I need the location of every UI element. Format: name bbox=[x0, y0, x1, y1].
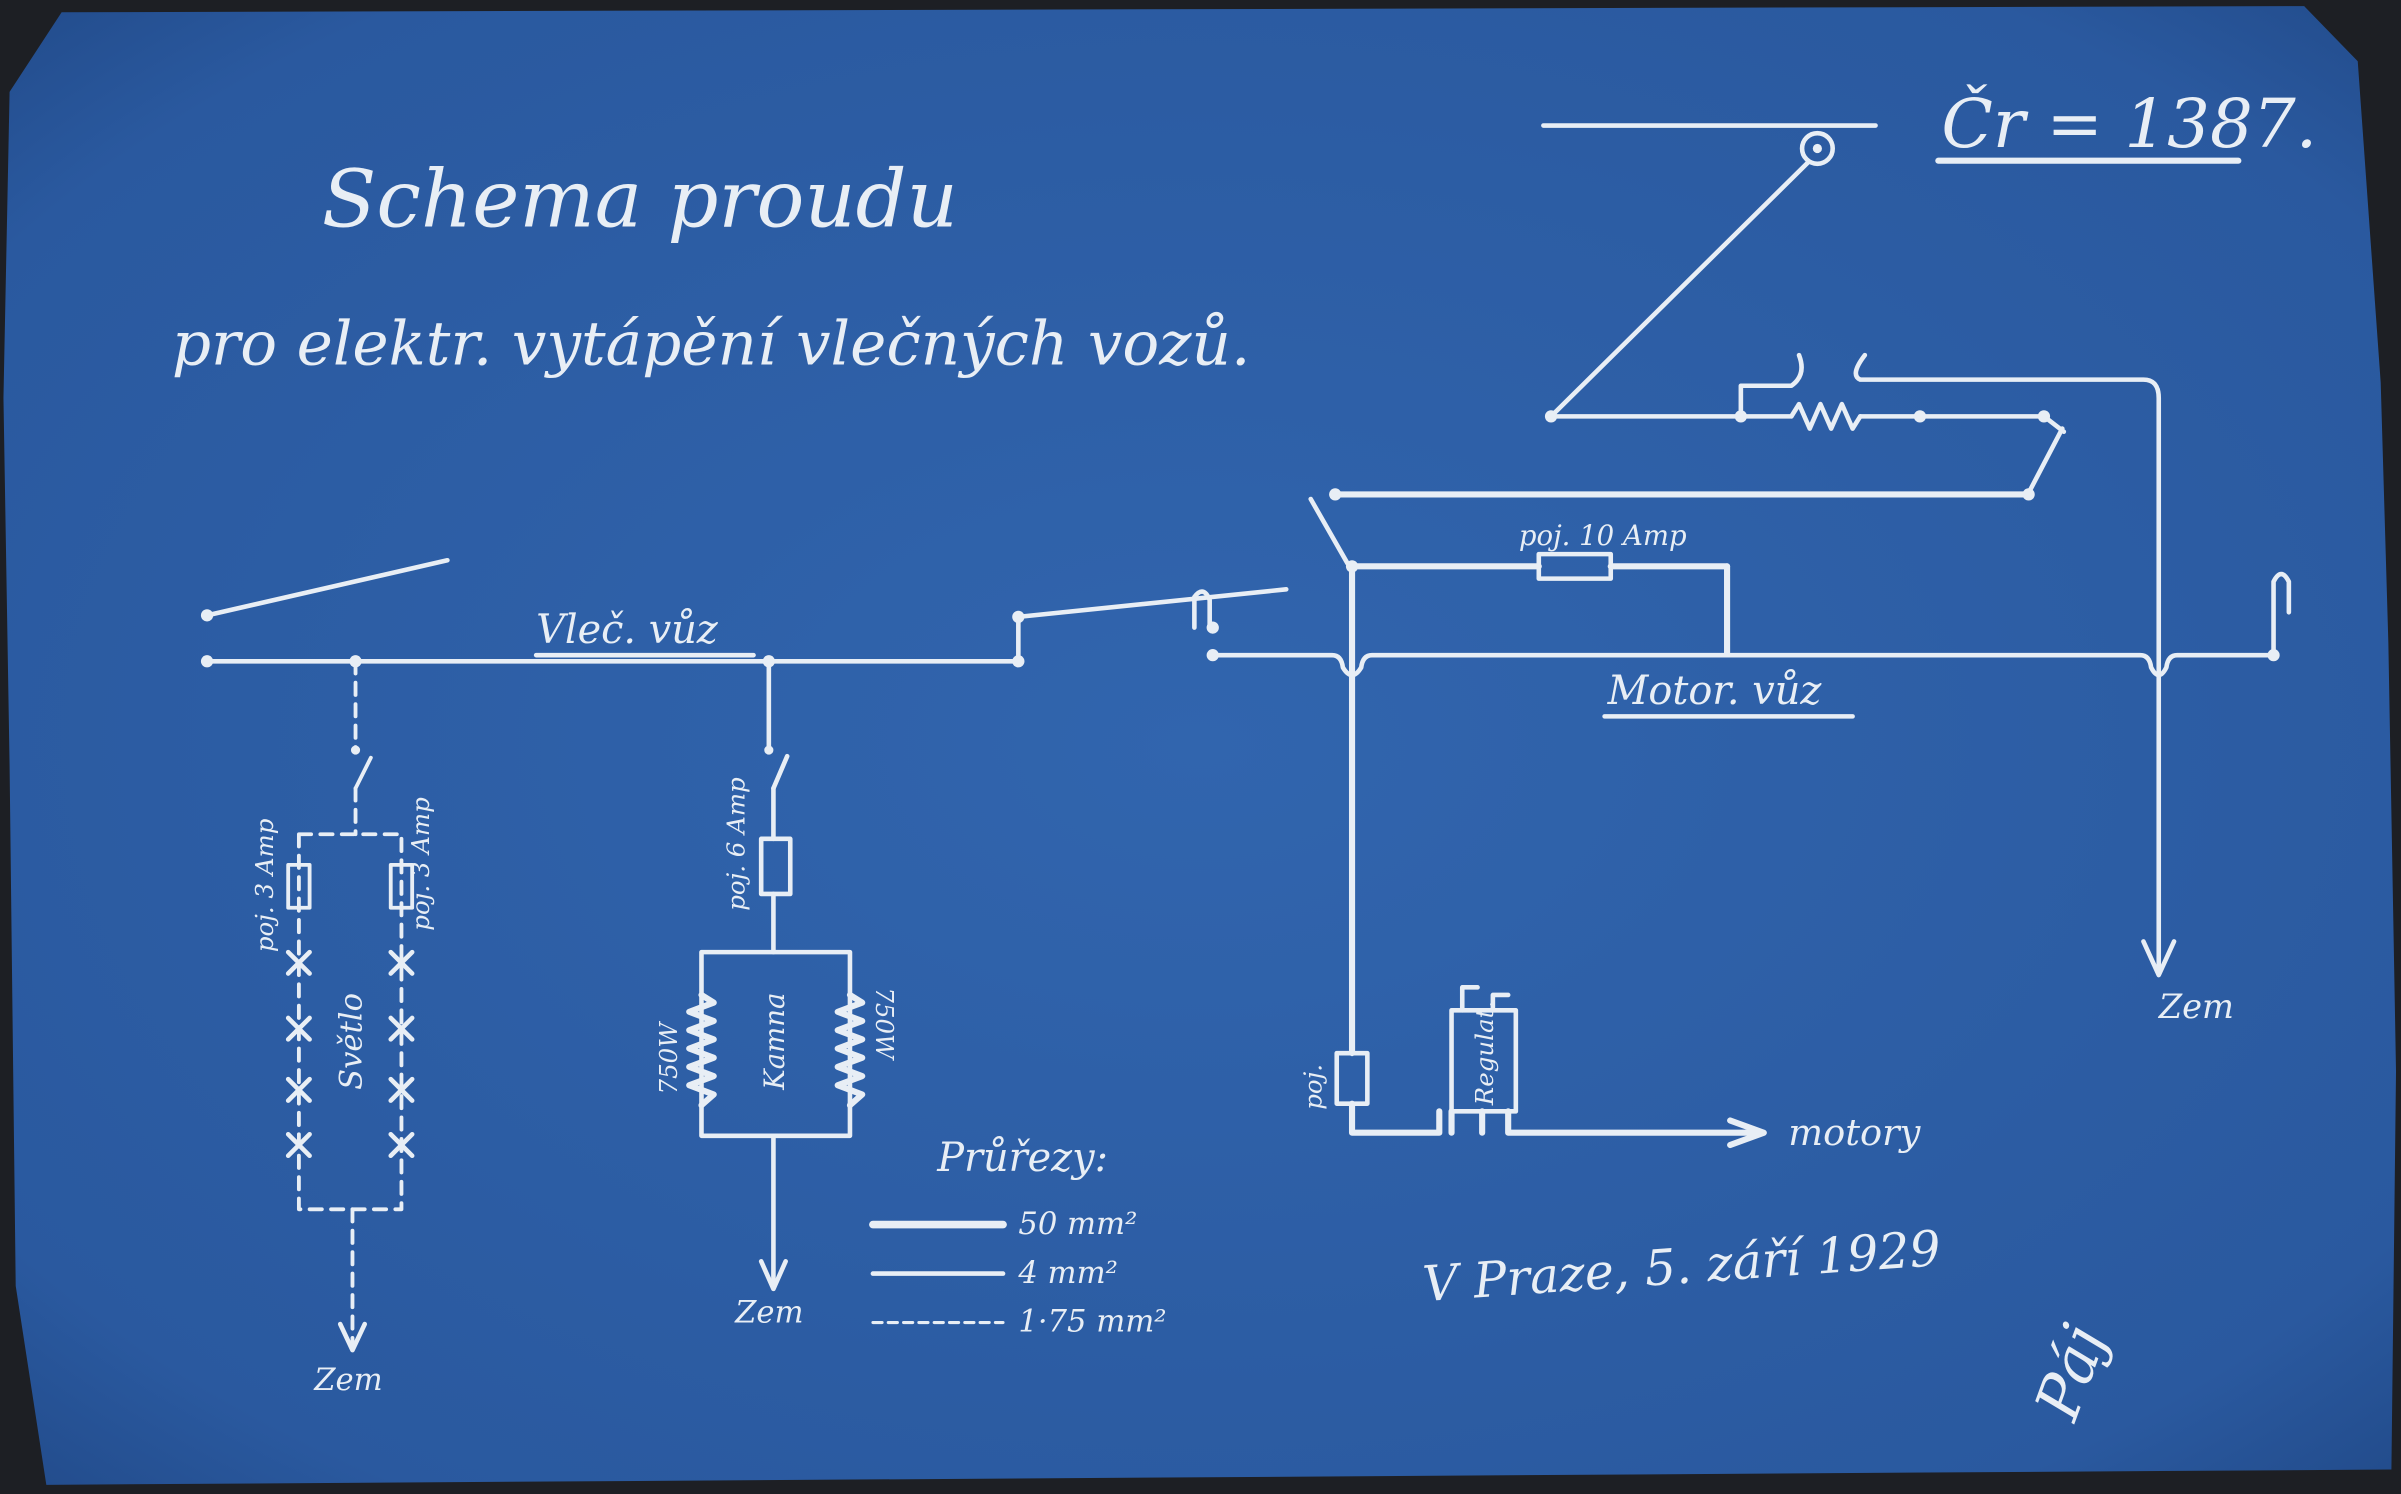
heater-branch: poj. 6 Amp 750W Kamna 750W Zem bbox=[654, 655, 899, 1331]
lighting-branch: poj. 3 Amp poj. 3 Amp Světlo Zem bbox=[250, 655, 435, 1398]
heater-coil-left bbox=[686, 991, 717, 1109]
drawing-number: Čr = 1387. bbox=[1941, 84, 2317, 163]
heater-power-left: 750W bbox=[654, 1021, 683, 1095]
lights-label: Světlo bbox=[335, 993, 370, 1090]
trailer-label: Vleč. vůz bbox=[536, 607, 719, 653]
subtitle: pro elektr. vytápění vlečných vozů. bbox=[172, 308, 1251, 379]
trailer-main-line: Vleč. vůz Motor. vůz bbox=[200, 557, 2292, 719]
heater-coil-right bbox=[834, 991, 866, 1109]
heater-label: Kamna bbox=[759, 993, 791, 1091]
legend-label-medium: 4 mm² bbox=[1017, 1256, 1118, 1291]
legend-title: Průřezy: bbox=[936, 1135, 1108, 1181]
motor-car-label: Motor. vůz bbox=[1607, 668, 1823, 714]
fuse-3a-left bbox=[286, 862, 312, 910]
pantograph: Zem bbox=[1541, 123, 2234, 1026]
ground-label-heater: Zem bbox=[734, 1296, 803, 1331]
fuse-10a-label: poj. 10 Amp bbox=[1519, 520, 1687, 552]
heater-power-right: 750W bbox=[870, 987, 899, 1061]
motor-car-circuit: poj. 10 Amp poj. Regulat. motory bbox=[1298, 488, 2035, 1154]
legend-label-dashed: 1·75 mm² bbox=[1018, 1305, 1166, 1340]
motor-fuse-label: poj. bbox=[1298, 1064, 1327, 1110]
legend: Průřezy: 50 mm² 4 mm² 1·75 mm² bbox=[869, 1135, 1167, 1340]
ground-label-light: Zem bbox=[313, 1363, 382, 1398]
ground-label-motor: Zem bbox=[2158, 987, 2234, 1026]
motors-label: motory bbox=[1788, 1111, 1921, 1154]
fuse-3a-left-label: poj. 3 Amp bbox=[250, 818, 279, 952]
fuse-3a-right-label: poj. 3 Amp bbox=[406, 797, 435, 931]
title: Schema proudu bbox=[322, 153, 958, 246]
regulator-label: Regulat. bbox=[1470, 1001, 1499, 1106]
legend-label-thick: 50 mm² bbox=[1018, 1207, 1137, 1242]
fuse-6a-label: poj. 6 Amp bbox=[721, 777, 750, 911]
resistor-zigzag bbox=[1789, 401, 1863, 431]
fuse-3a-right bbox=[388, 862, 415, 910]
